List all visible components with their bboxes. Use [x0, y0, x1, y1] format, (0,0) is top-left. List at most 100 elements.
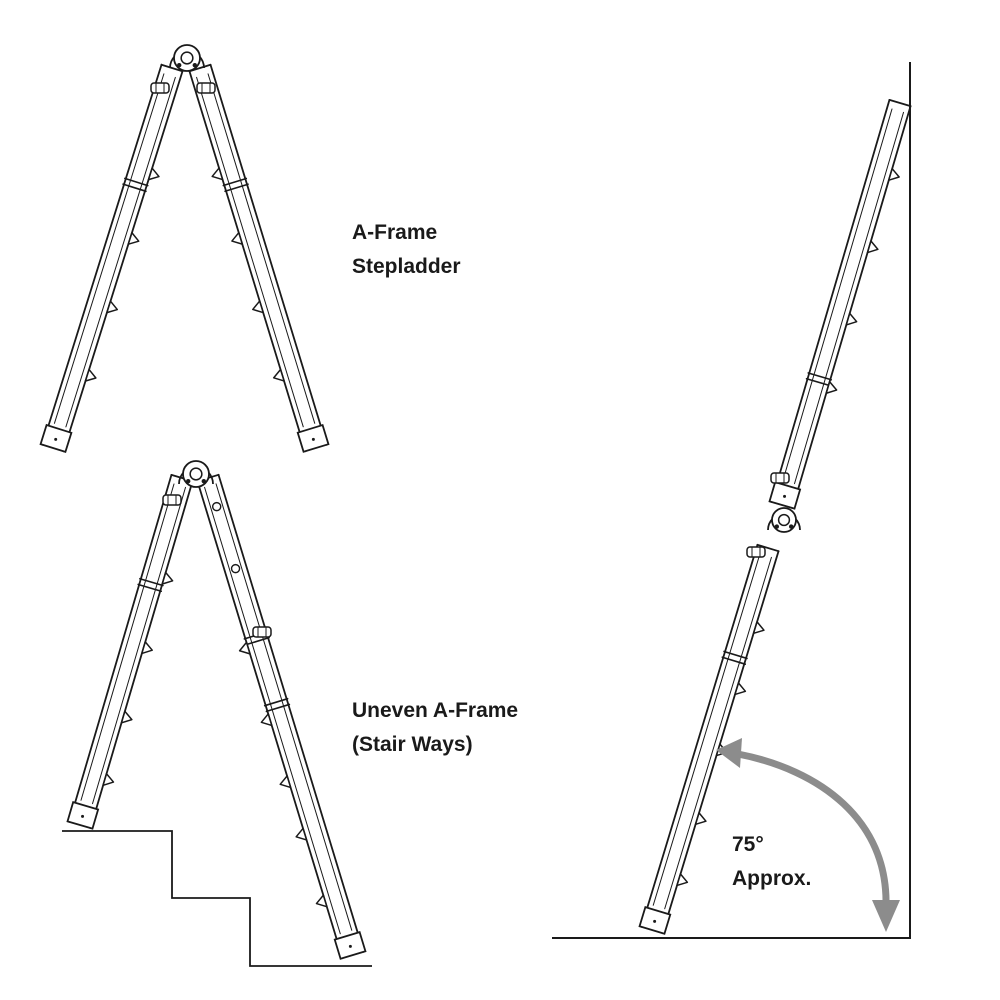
rung-nub: [676, 873, 689, 887]
rail-hole: [230, 563, 241, 574]
rail-sleeve: [122, 183, 147, 193]
foot-dot: [54, 437, 58, 441]
rung-nub: [127, 232, 140, 245]
a-frame-stepladder-label: A-Frame Stepladder: [352, 216, 461, 284]
angle-arc-arrow: [716, 738, 900, 932]
rung-nub: [238, 641, 251, 655]
rail-sleeve: [723, 650, 748, 660]
rail-top-edge: [756, 543, 780, 553]
rail-sleeve: [721, 656, 747, 665]
hinge-rivet: [186, 478, 191, 484]
rail-inner-line: [65, 76, 176, 428]
rail-inner-line: [92, 486, 187, 805]
rail-sleeve: [124, 177, 149, 187]
rail-sleeve: [139, 577, 164, 587]
uneven-a-frame-label: Uneven A-Frame (Stair Ways): [352, 694, 518, 762]
foot-dot: [783, 494, 787, 498]
lock-knob: [746, 546, 766, 558]
hinge-rivet: [789, 524, 794, 529]
uneven-label-line2: (Stair Ways): [352, 733, 473, 756]
hinge-rivet: [774, 524, 779, 529]
lock-knob: [162, 494, 182, 506]
hinge-center: [189, 467, 203, 481]
rung-nub: [315, 894, 328, 908]
rail-edge: [770, 99, 891, 503]
rail-hole: [211, 501, 222, 512]
lock-knob: [770, 472, 790, 484]
rung-nub: [845, 312, 858, 326]
rail-inner-line: [215, 483, 353, 931]
foot-dot: [311, 437, 315, 441]
arc-line: [734, 750, 890, 910]
rail-inner-line: [53, 73, 165, 424]
rail-edge: [661, 550, 780, 935]
rung-nub: [825, 380, 838, 395]
angle-value: 75°: [732, 833, 764, 856]
uneven-label-line1: Uneven A-Frame: [352, 699, 519, 722]
rail-sleeve: [263, 697, 289, 707]
rung-nub: [260, 713, 273, 727]
rail-inner-line: [196, 76, 304, 428]
hinge-rivet: [201, 478, 206, 484]
rail-edge: [209, 63, 328, 446]
rail-inner-line: [664, 556, 772, 910]
stair-steps: [62, 830, 372, 967]
rail-inner-line: [794, 111, 905, 485]
rail-edge: [217, 473, 365, 953]
rung-nub: [888, 167, 900, 181]
rung-nub: [734, 682, 747, 696]
rail-edge: [791, 105, 912, 509]
rail-top-edge: [888, 99, 912, 107]
rail-edge: [188, 70, 307, 453]
a-frame-label-line2: Stepladder: [352, 255, 461, 278]
rail-edge: [62, 70, 184, 453]
rail-edge: [41, 63, 163, 446]
rung-nub: [120, 710, 133, 724]
hinge-center: [777, 513, 791, 527]
leaning-ladder-figure: [638, 99, 912, 935]
rung-nub: [272, 368, 285, 382]
rail-sleeve: [137, 583, 163, 593]
rail-inner-line: [204, 486, 341, 935]
foot-dot: [81, 814, 85, 818]
rail-sleeve: [245, 636, 270, 646]
rung-nub: [694, 812, 707, 826]
rail-sleeve: [265, 703, 291, 713]
rung-nub: [141, 641, 153, 655]
lock-knob: [196, 82, 216, 94]
a-frame-label-line1: A-Frame: [352, 221, 438, 244]
rail-sleeve: [805, 377, 831, 387]
stairs-outline: [62, 830, 372, 967]
rung-nub: [211, 167, 224, 181]
rung-nub: [231, 231, 244, 245]
rail-top-edge: [160, 63, 184, 73]
rail-sleeve: [807, 372, 833, 381]
angle-approx: Approx.: [732, 867, 812, 890]
hinge-center: [180, 51, 194, 65]
angle-label: 75° Approx.: [732, 828, 811, 896]
wall-and-ground: [552, 62, 911, 939]
rung-nub: [84, 368, 97, 382]
rung-nub: [102, 773, 115, 787]
arrowhead-down: [872, 900, 900, 932]
lock-knob: [150, 82, 170, 94]
lock-knob: [252, 626, 272, 638]
rail-inner-line: [652, 553, 761, 906]
hinge-rivet: [192, 62, 197, 68]
rail-edge: [640, 543, 759, 928]
hinge-rivet: [177, 62, 182, 68]
rung-nub: [106, 300, 119, 314]
arrowhead-left: [716, 738, 742, 768]
rung-nub: [147, 167, 160, 181]
foot-dot: [653, 919, 657, 923]
rung-nub: [161, 571, 174, 585]
rail-sleeve: [222, 177, 248, 187]
rail-inner-line: [782, 108, 893, 481]
rail-edge: [68, 473, 173, 823]
rail-edge: [89, 480, 194, 830]
rung-nub: [752, 621, 765, 635]
foot-dot: [348, 944, 352, 948]
uneven-a-frame-figure: [66, 460, 367, 960]
a-frame-stepladder-figure: [39, 44, 330, 454]
rung-nub: [279, 775, 292, 789]
